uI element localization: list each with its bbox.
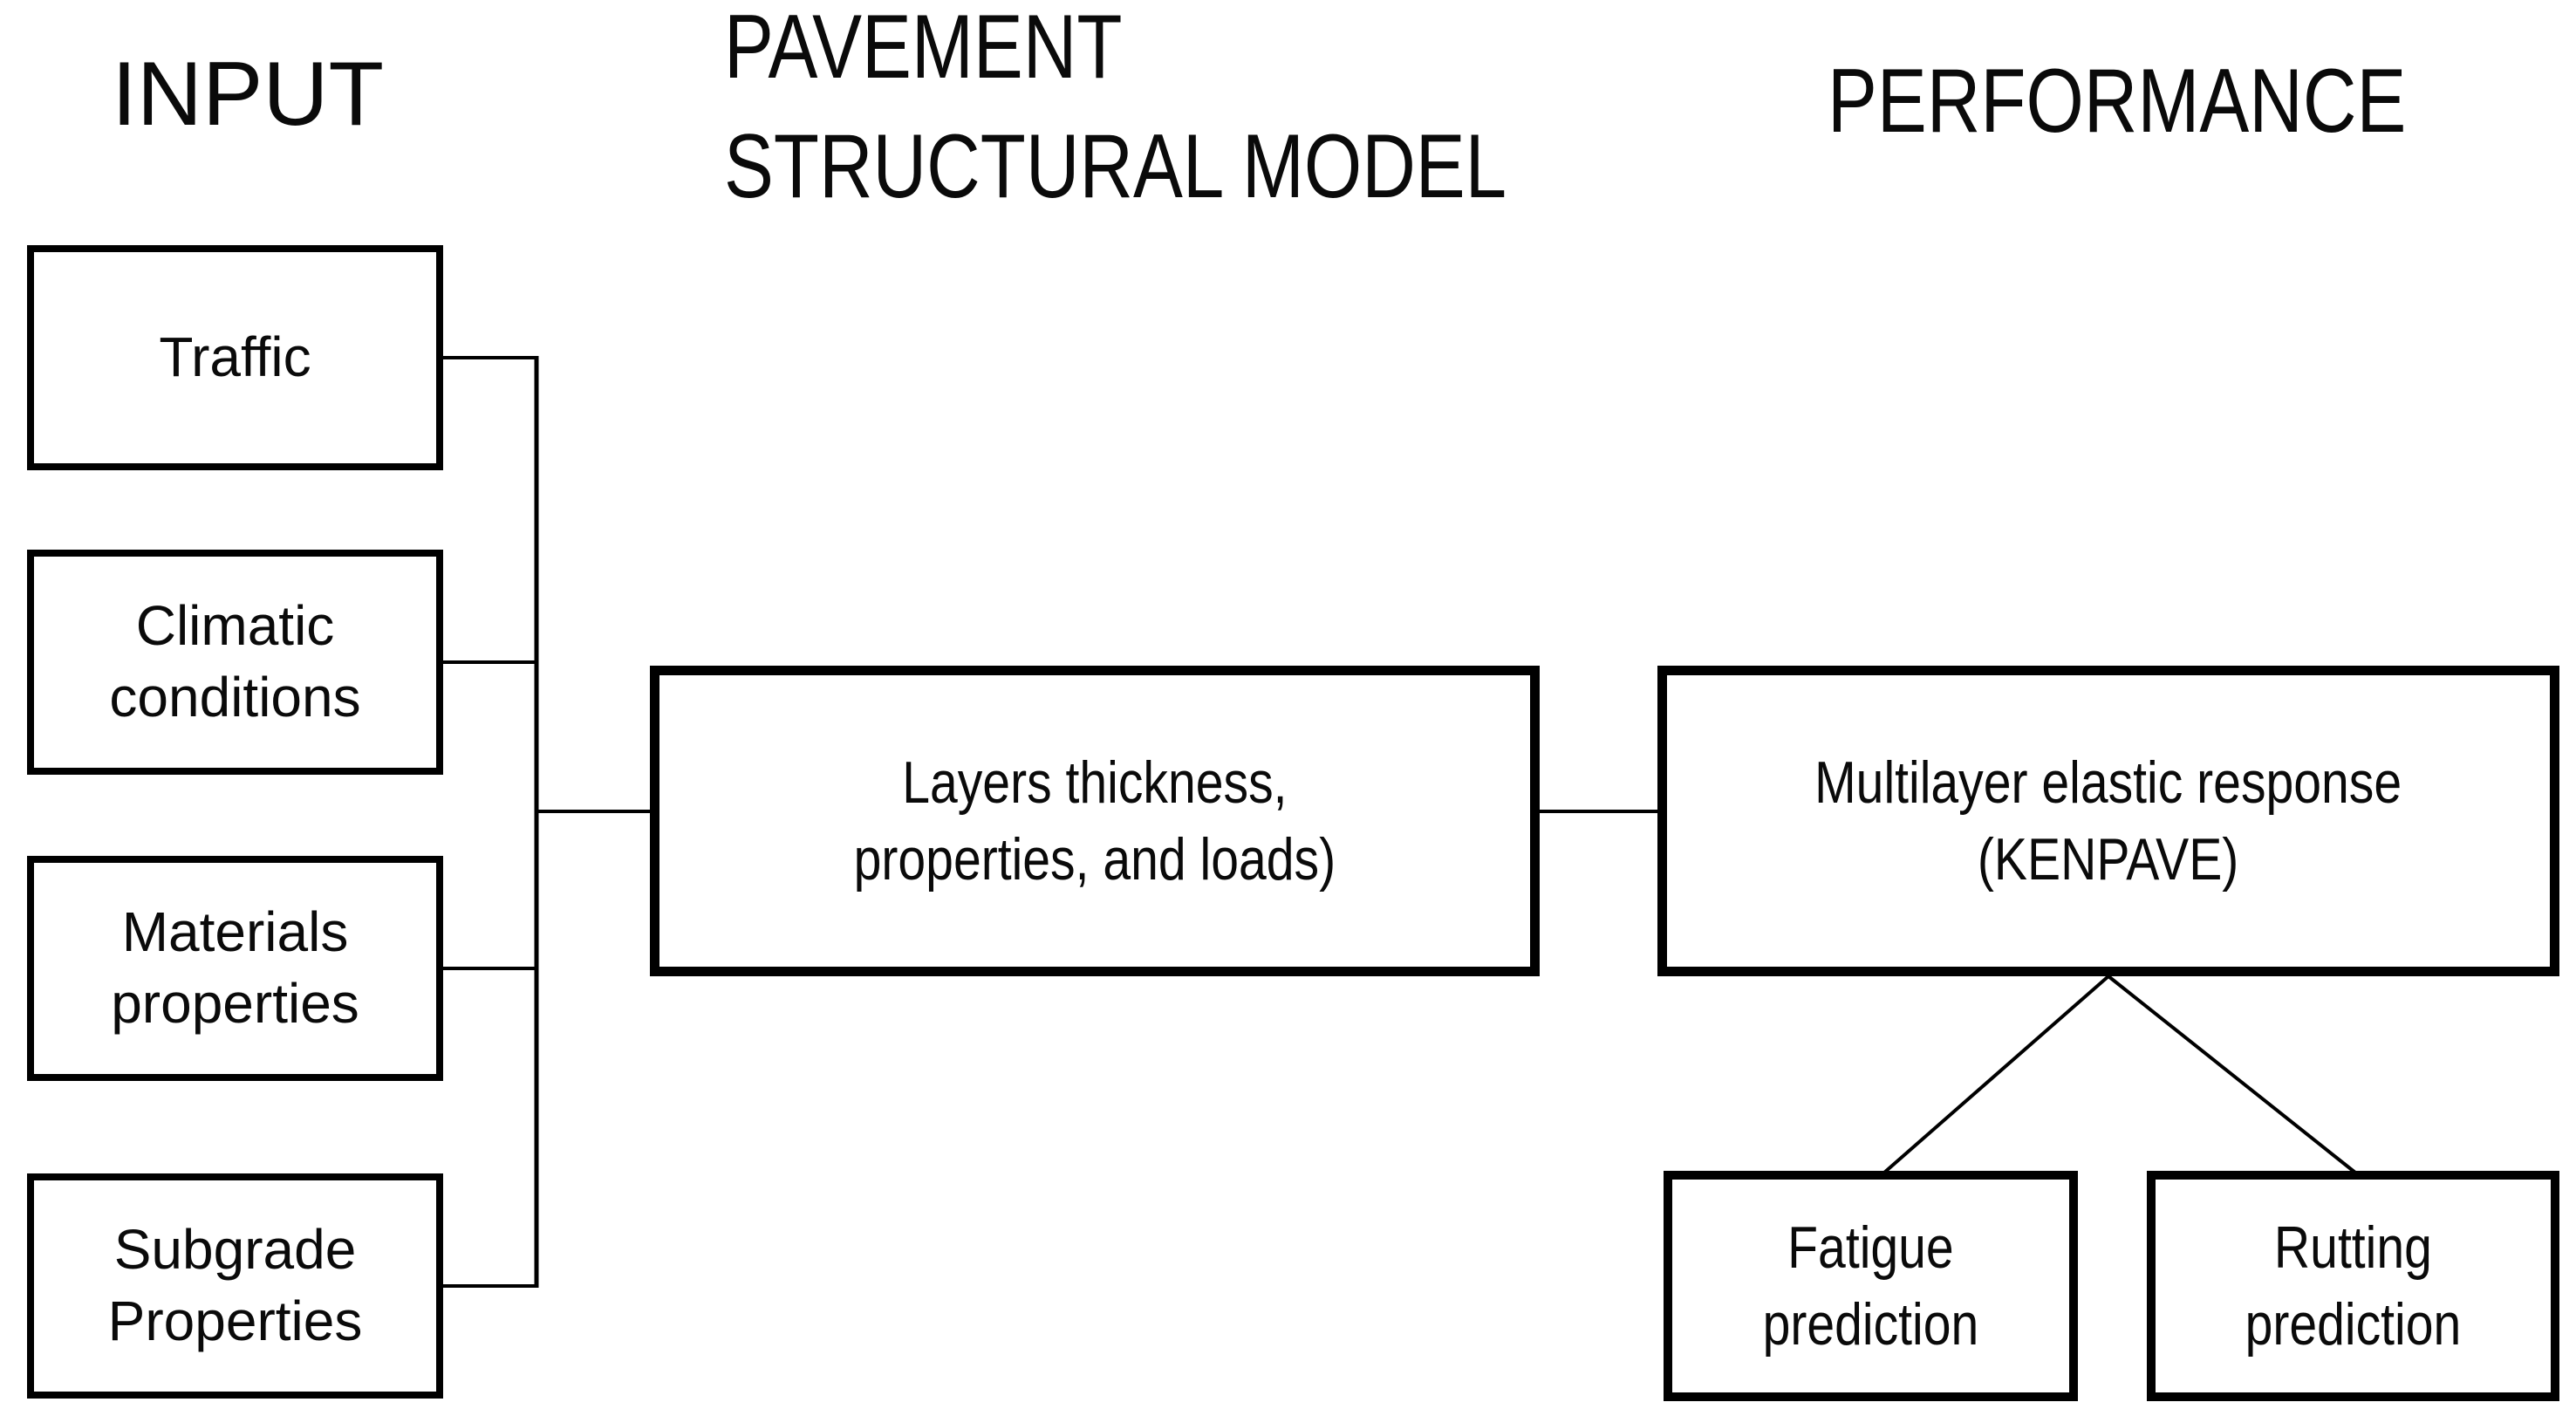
header-model-line2: STRUCTURAL MODEL xyxy=(724,116,1507,218)
input-box-subgrade-properties: Subgrade Properties xyxy=(27,1173,443,1399)
model-box-label: Layers thickness, properties, and loads) xyxy=(854,744,1336,899)
response-box-multilayer: Multilayer elastic response (KENPAVE) xyxy=(1657,666,2559,976)
materials-label-line2: properties xyxy=(111,972,359,1035)
subgrade-label-line2: Properties xyxy=(107,1289,363,1352)
response-label-line1: Multilayer elastic response xyxy=(1814,749,2402,816)
header-performance-text: PERFORMANCE xyxy=(1828,51,2407,152)
fatigue-box-label: Fatigue prediction xyxy=(1763,1209,1979,1364)
traffic-label-line1: Traffic xyxy=(159,325,311,389)
input-box-materials-label: Materials properties xyxy=(111,897,359,1040)
climatic-label-line1: Climatic xyxy=(135,594,335,658)
response-box-label: Multilayer elastic response (KENPAVE) xyxy=(1814,744,2402,899)
header-input-text: INPUT xyxy=(112,44,384,145)
materials-label-line1: Materials xyxy=(121,900,349,964)
rutting-box-label: Rutting prediction xyxy=(2245,1209,2462,1364)
prediction-box-rutting: Rutting prediction xyxy=(2147,1171,2559,1401)
connector-response-fatigue xyxy=(1882,975,2110,1174)
fatigue-label-line2: prediction xyxy=(1762,1291,1979,1358)
model-box-layers: Layers thickness, properties, and loads) xyxy=(650,666,1540,976)
climatic-label-line2: conditions xyxy=(109,666,361,728)
connector-response-rutting xyxy=(2107,975,2357,1174)
model-label-line2: properties, and loads) xyxy=(853,826,1336,893)
response-label-line2: (KENPAVE) xyxy=(1978,826,2239,893)
rutting-label-line1: Rutting xyxy=(2274,1214,2432,1281)
input-box-climatic-conditions: Climatic conditions xyxy=(27,550,443,775)
input-box-traffic: Traffic xyxy=(27,245,443,470)
subgrade-label-line1: Subgrade xyxy=(113,1218,357,1282)
model-label-line1: Layers thickness, xyxy=(902,749,1288,816)
header-pavement-structural-model: PAVEMENT STRUCTURAL MODEL xyxy=(724,0,1678,228)
fatigue-label-line1: Fatigue xyxy=(1787,1214,1954,1281)
input-box-climatic-label: Climatic conditions xyxy=(109,591,360,734)
input-box-subgrade-label: Subgrade Properties xyxy=(108,1214,363,1358)
header-input: INPUT xyxy=(112,35,384,154)
rutting-label-line2: prediction xyxy=(2245,1291,2462,1358)
input-box-traffic-label: Traffic xyxy=(159,322,311,393)
header-model-line1: PAVEMENT xyxy=(724,0,1123,98)
prediction-box-fatigue: Fatigue prediction xyxy=(1664,1171,2078,1401)
input-box-materials-properties: Materials properties xyxy=(27,856,443,1081)
header-performance: PERFORMANCE xyxy=(1828,42,2533,161)
